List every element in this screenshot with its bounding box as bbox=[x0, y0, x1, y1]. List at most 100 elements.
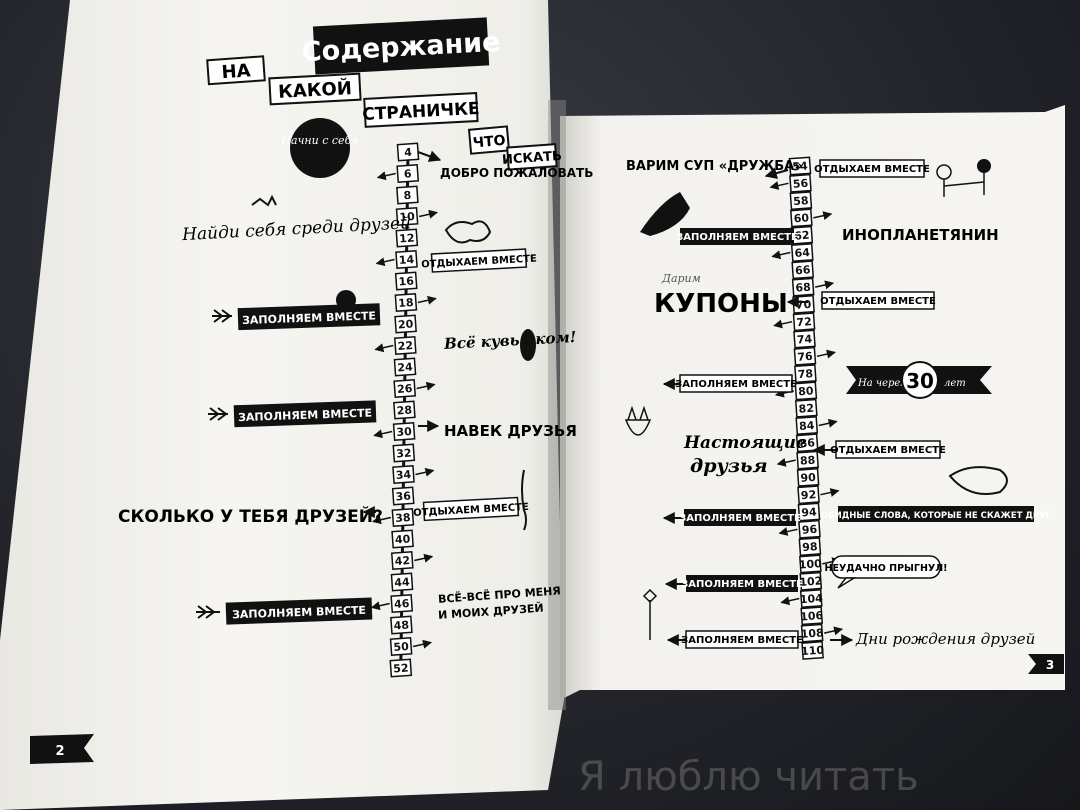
page-number-box bbox=[393, 357, 417, 377]
page-number-box bbox=[799, 589, 823, 608]
page-number-label: 54 bbox=[792, 159, 809, 173]
page-number-box bbox=[790, 208, 813, 228]
page-number-label: 100 bbox=[798, 557, 822, 572]
page-number-box bbox=[791, 260, 815, 280]
branch-arrow bbox=[412, 639, 432, 649]
entry-fill-r3: ЗАПОЛНЯЕМ ВМЕСТЕ bbox=[679, 513, 801, 524]
svg-text:КАКОЙ: КАКОЙ bbox=[278, 77, 353, 103]
page-number-box bbox=[390, 594, 414, 613]
entry-rest-r1: ОТДЫХАЕМ ВМЕСТЕ bbox=[814, 164, 930, 175]
svg-text:На через: На через bbox=[857, 378, 906, 389]
page-number-box bbox=[795, 433, 819, 453]
branch-arrow bbox=[814, 280, 835, 290]
entry-birthdays: Дни рождения друзей bbox=[855, 630, 1035, 648]
page-number-box bbox=[394, 271, 418, 291]
branch-arrow bbox=[780, 596, 800, 606]
svg-text:3: 3 bbox=[1046, 658, 1054, 672]
entry-rest-r2: ОТДЫХАЕМ ВМЕСТЕ bbox=[820, 296, 936, 307]
page-number-box bbox=[396, 164, 420, 183]
page-number-box bbox=[391, 486, 415, 506]
page-number-box bbox=[389, 658, 413, 678]
page-number-label: 88 bbox=[800, 454, 816, 468]
page-number-label: 92 bbox=[800, 488, 816, 502]
flower-icon bbox=[642, 588, 658, 640]
entry-real-1: Настоящие bbox=[683, 433, 807, 453]
page-number-label: 36 bbox=[395, 489, 412, 503]
branch-arrow bbox=[418, 209, 438, 219]
page-number-label: 98 bbox=[802, 540, 818, 554]
page-number-box bbox=[389, 637, 413, 656]
page-number-box bbox=[794, 398, 818, 418]
page-number-box bbox=[788, 156, 812, 176]
branch-arrow bbox=[776, 457, 796, 467]
page-number-box bbox=[794, 364, 817, 384]
page-number-box bbox=[394, 293, 418, 312]
branch-arrow bbox=[416, 381, 436, 391]
entry-how-many-friends: СКОЛЬКО У ТЕБЯ ДРУЗЕЙ? bbox=[118, 505, 383, 527]
branch-arrow bbox=[818, 418, 838, 428]
entry-fill-r5: ЗАПОЛНЯЕМ ВМЕСТЕ bbox=[681, 635, 803, 646]
people-sketch-icon bbox=[936, 159, 991, 197]
branch-arrow bbox=[414, 553, 434, 563]
page-number-label: 26 bbox=[397, 382, 414, 396]
entry-fill-r4: ЗАПОЛНЯЕМ ВМЕСТЕ bbox=[681, 579, 803, 590]
page-number-box bbox=[797, 485, 820, 505]
page-number-label: 46 bbox=[394, 597, 411, 611]
page-number-box bbox=[396, 142, 420, 162]
entry-offensive-words: ОБИДНЫЕ СЛОВА, КОТОРЫЕ НЕ СКАЖЕТ ДРУГ bbox=[821, 511, 1052, 521]
left-entries: ДОБРО ПОЖАЛОВАТЬ Найди себя среди друзей… bbox=[118, 150, 593, 625]
page-number-box bbox=[791, 277, 815, 297]
svg-text:30: 30 bbox=[906, 369, 934, 393]
page-number-label: 68 bbox=[795, 281, 811, 295]
branch-arrow bbox=[415, 467, 435, 477]
svg-text:лет: лет bbox=[944, 378, 966, 389]
page-number-box bbox=[395, 228, 419, 248]
page-number-box bbox=[395, 207, 419, 226]
page-number-label: 48 bbox=[393, 618, 409, 632]
branch-arrow bbox=[373, 429, 393, 439]
entry-fill-r2: ЗАПОЛНЯЕМ ВМЕСТЕ bbox=[675, 379, 797, 390]
svg-text:2: 2 bbox=[55, 744, 64, 759]
page-number-box bbox=[790, 243, 814, 262]
page-number-box bbox=[799, 554, 822, 574]
page-number-box bbox=[396, 185, 419, 205]
entry-fill-r1: ЗАПОЛНЯЕМ ВМЕСТЕ bbox=[676, 232, 798, 243]
branch-arrow bbox=[376, 171, 396, 181]
page-number-label: 74 bbox=[796, 332, 813, 346]
page-number-label: 12 bbox=[399, 231, 415, 245]
page-number-label: 86 bbox=[799, 436, 816, 450]
page-number-label: 16 bbox=[398, 274, 415, 288]
branch-arrow bbox=[372, 515, 392, 525]
bunny-sketch-icon bbox=[624, 405, 652, 436]
page-number-label: 66 bbox=[795, 263, 812, 277]
entry-alien: ИНОПЛАНЕТЯНИН bbox=[842, 226, 999, 244]
entry-find-yourself: Найди себя среди друзей bbox=[181, 213, 412, 245]
page-number-label: 72 bbox=[796, 315, 812, 329]
page-number-label: 58 bbox=[793, 194, 809, 208]
branch-arrow bbox=[816, 349, 836, 359]
left-page-number: 2 bbox=[30, 734, 94, 764]
page-number-box bbox=[801, 640, 824, 660]
entry-real-2: друзья bbox=[690, 455, 768, 477]
page-number-label: 80 bbox=[798, 384, 815, 398]
page-number-label: 8 bbox=[403, 189, 412, 203]
page-number-box bbox=[390, 551, 414, 570]
page-number-label: 30 bbox=[396, 425, 413, 439]
animal-sketch-icon bbox=[444, 220, 492, 244]
page-number-label: 42 bbox=[394, 554, 410, 568]
page-number-label: 110 bbox=[801, 644, 825, 659]
page-number-label: 106 bbox=[800, 609, 824, 624]
page-number-label: 60 bbox=[793, 211, 810, 225]
branch-arrow bbox=[778, 527, 798, 536]
page-number-label: 10 bbox=[399, 210, 416, 224]
branch-arrow bbox=[374, 343, 394, 353]
page-number-label: 4 bbox=[404, 146, 413, 160]
entry-gift: Дарим bbox=[661, 272, 701, 285]
right-entries: ВАРИМ СУП «ДРУЖБА» ОТДЫХАЕМ ВМЕСТЕ ЗАПОЛ… bbox=[624, 159, 1052, 649]
branch-arrow bbox=[370, 601, 390, 611]
page-number-box bbox=[793, 346, 817, 366]
page-number-label: 38 bbox=[395, 511, 411, 525]
page-number-label: 18 bbox=[398, 296, 414, 310]
watermark: Я люблю читать bbox=[578, 754, 919, 800]
